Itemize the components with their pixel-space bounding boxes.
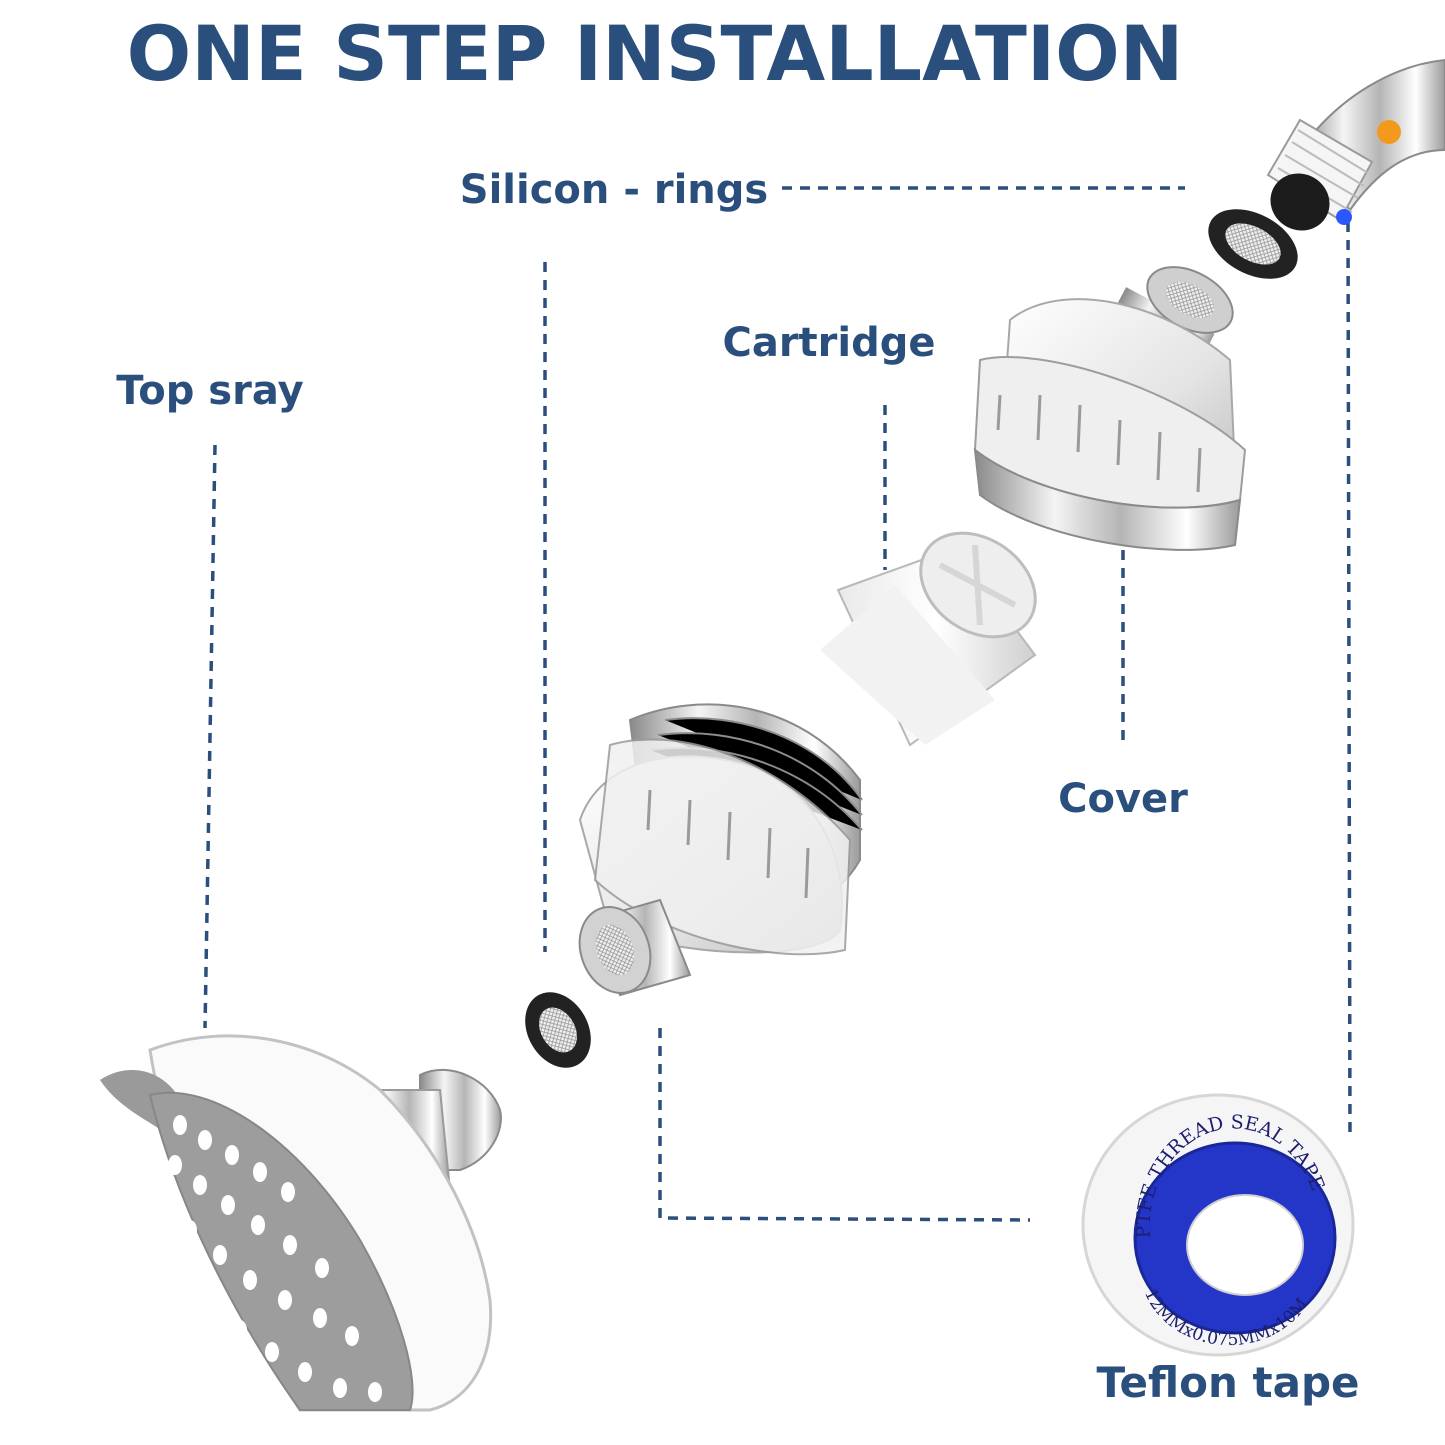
label-teflon-tape: Teflon tape bbox=[1096, 1358, 1359, 1407]
leader-top-spray bbox=[203, 444, 217, 1029]
label-cover: Cover bbox=[1058, 776, 1188, 822]
label-cartridge: Cartridge bbox=[722, 320, 935, 366]
page-title: ONE STEP INSTALLATION bbox=[127, 9, 1184, 98]
silicon-ring-upper bbox=[1208, 209, 1298, 279]
leader-teflon-tape bbox=[658, 1028, 1031, 1222]
spray-nozzles bbox=[168, 1115, 382, 1402]
silicon-ring-lower bbox=[525, 992, 591, 1068]
leader-arm-thread bbox=[1346, 221, 1352, 1139]
hot-indicator-dot bbox=[1377, 120, 1401, 144]
filter-cartridge bbox=[820, 531, 1037, 747]
shower-head bbox=[100, 1034, 502, 1412]
cold-indicator-dot bbox=[1336, 209, 1352, 225]
filter-lower-housing bbox=[578, 703, 863, 997]
filter-cover-housing bbox=[973, 266, 1247, 551]
teflon-tape-roll: PTFE THREAD SEAL TAPE 12MMx0.075MMx10M bbox=[1081, 1093, 1355, 1357]
label-top-spray: Top sray bbox=[116, 368, 303, 414]
label-silicon-rings: Silicon - rings bbox=[460, 167, 768, 213]
shower-arm bbox=[1266, 58, 1445, 231]
leader-lines bbox=[203, 186, 1352, 1222]
